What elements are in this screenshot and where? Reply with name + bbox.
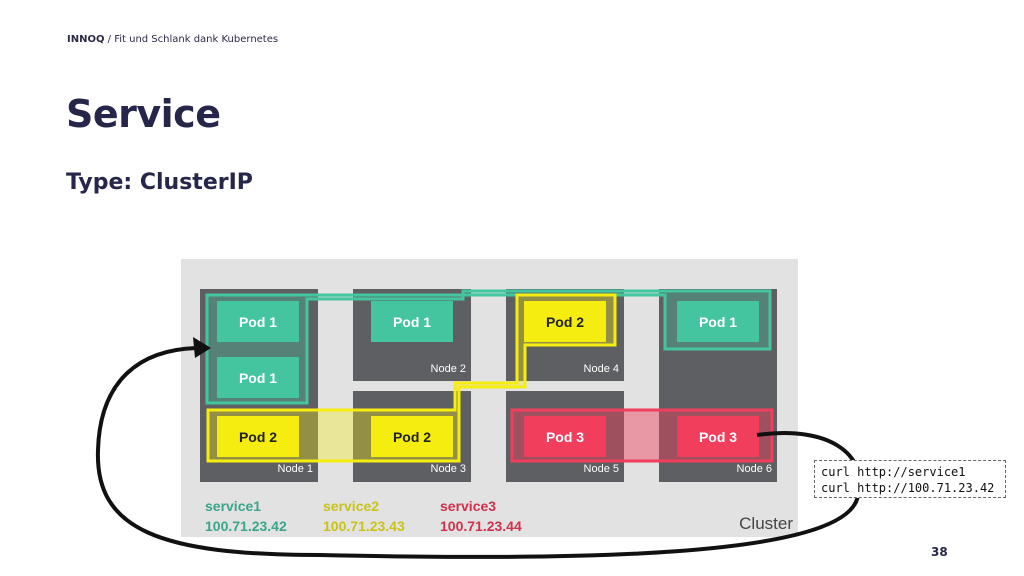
- service1-ip: 100.71.23.42: [205, 518, 287, 534]
- pod-2-node-1: [217, 416, 299, 457]
- node-3-label: Node 3: [431, 463, 466, 475]
- page-number: 38: [931, 545, 948, 559]
- pod-1-node-1: [217, 301, 299, 342]
- pod-3-node-5: [524, 416, 606, 457]
- service3-name: service3: [440, 498, 496, 514]
- curl-command-box: curl http://service1 curl http://100.71.…: [814, 460, 1006, 498]
- slide-title: Service: [66, 92, 221, 136]
- brand-name: INNOQ: [67, 34, 105, 45]
- brand-separator: /: [104, 34, 115, 45]
- service2-ip: 100.71.23.43: [323, 518, 405, 534]
- pod-3-node-6: [677, 416, 759, 457]
- header-brand: INNOQ / Fit und Schlank dank Kubernetes: [67, 34, 278, 45]
- pod-2-node-1-label: Pod 2: [239, 429, 277, 445]
- node-4-label: Node 4: [584, 363, 619, 375]
- node-6-label: Node 6: [737, 463, 772, 475]
- deck-title: Fit und Schlank dank Kubernetes: [114, 34, 279, 45]
- node-1-label: Node 1: [278, 463, 313, 475]
- pod-2-node-3-label: Pod 2: [393, 429, 431, 445]
- slide-subtitle: Type: ClusterIP: [66, 170, 253, 195]
- service1-name: service1: [205, 498, 261, 514]
- arrow-head-icon: [193, 337, 211, 358]
- pod-1b-node-1: [217, 357, 299, 398]
- curl-line-service-name: curl http://service1: [821, 465, 966, 479]
- pod-2-node-4-label: Pod 2: [546, 314, 584, 330]
- service2-group: [206, 293, 617, 463]
- pod-1-node-6-label: Pod 1: [699, 314, 737, 330]
- pod-2-node-4: [524, 301, 606, 342]
- pod-1-node-2-label: Pod 1: [393, 314, 431, 330]
- pod-3-node-6-label: Pod 3: [699, 429, 737, 445]
- service2-name: service2: [323, 498, 379, 514]
- cluster-label: Cluster: [739, 514, 793, 533]
- pod-1-node-2: [371, 301, 453, 342]
- curl-line-cluster-ip: curl http://100.71.23.42: [821, 481, 995, 495]
- pod-1-node-1-label: Pod 1: [239, 314, 277, 330]
- node-2-label: Node 2: [431, 363, 466, 375]
- node-5-label: Node 5: [584, 463, 619, 475]
- pod-1b-node-1-label: Pod 1: [239, 370, 277, 386]
- pod-3-node-5-label: Pod 3: [546, 429, 584, 445]
- service3-ip: 100.71.23.44: [440, 518, 522, 534]
- pod-2-node-3: [371, 416, 453, 457]
- pod-1-node-6: [677, 301, 759, 342]
